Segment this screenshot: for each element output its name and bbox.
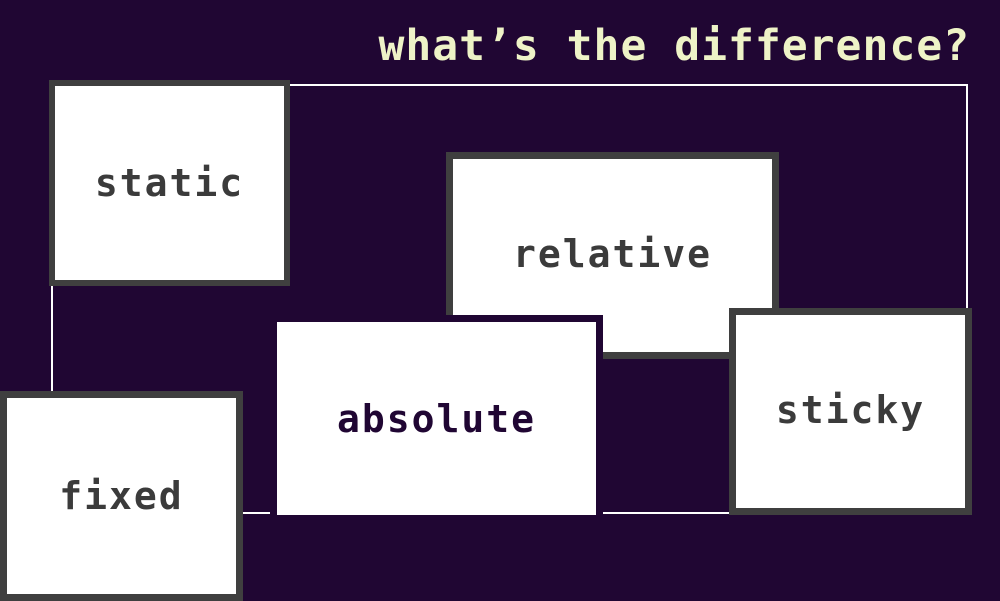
fixed-label: fixed <box>59 474 184 518</box>
static-box: static <box>49 80 290 286</box>
absolute-label: absolute <box>336 396 537 441</box>
sticky-label: sticky <box>775 388 926 432</box>
absolute-box: absolute <box>270 315 603 522</box>
fixed-box: fixed <box>0 391 243 601</box>
relative-label: relative <box>512 231 713 276</box>
sticky-box: sticky <box>729 308 972 515</box>
page-title: what’s the difference? <box>378 21 970 71</box>
static-label: static <box>94 161 245 205</box>
